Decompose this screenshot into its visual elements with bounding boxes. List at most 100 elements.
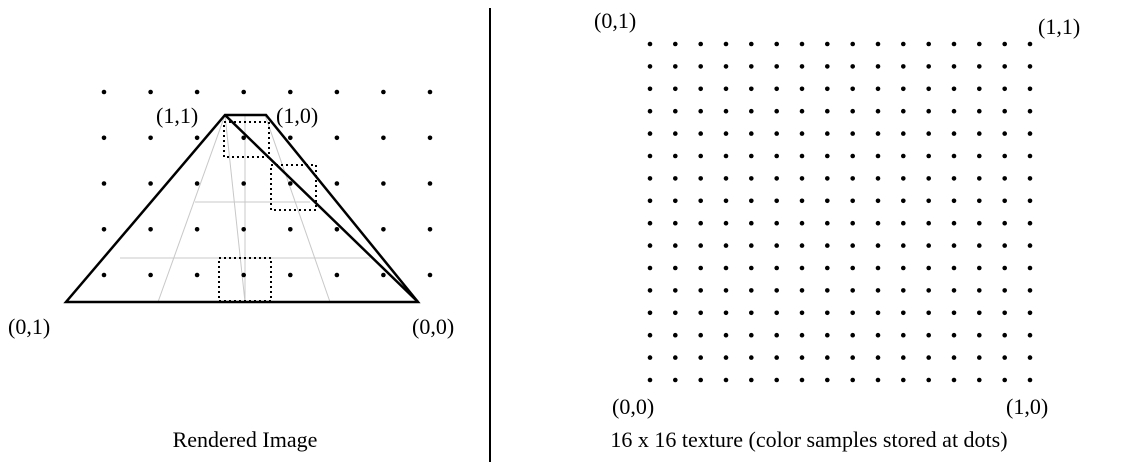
texture-sample-dot — [825, 108, 830, 114]
texture-sample-dot — [698, 153, 703, 159]
screen-sample-dot — [194, 89, 200, 95]
texture-sample-dot — [673, 332, 678, 338]
texture-sample-dot — [825, 131, 830, 136]
texture-sample-dot — [723, 153, 729, 159]
rendered-image-panel: (1,1) (1,0) (0,1) (0,0) Rendered Image — [8, 89, 454, 452]
texture-sample-dot — [647, 310, 653, 316]
texture-sample-dot — [799, 86, 805, 92]
screen-sample-dots — [101, 89, 433, 278]
texture-sample-dot — [850, 310, 855, 316]
texture-sample-dot — [647, 198, 653, 204]
texture-sample-dot — [977, 86, 982, 92]
texture-sample-dot — [673, 41, 678, 47]
texture-sample-dot — [647, 153, 653, 159]
texture-sample-dot — [977, 64, 982, 69]
texture-sample-dot — [850, 220, 855, 226]
texture-sample-dot — [901, 265, 906, 271]
texture-sample-dot — [901, 41, 906, 47]
texture-sample-dot — [698, 108, 703, 114]
texture-sample-dot — [774, 153, 779, 159]
texture-sample-dot — [749, 41, 754, 47]
texture-sample-dot — [875, 198, 881, 204]
texture-sample-dot — [799, 108, 805, 114]
vertex-label-bottom-left: (0,1) — [8, 314, 50, 339]
texture-sample-dot — [951, 243, 957, 248]
texture-sample-dot — [799, 310, 805, 316]
texture-sample-dot — [774, 131, 779, 136]
texture-sample-dot — [647, 86, 653, 92]
texture-sample-dot — [749, 220, 754, 226]
texture-sample-dot — [647, 220, 653, 226]
texture-sample-dot — [926, 153, 931, 159]
texture-sample-dot — [749, 108, 754, 114]
texture-sample-dot — [901, 355, 906, 360]
texture-sample-dot — [774, 220, 779, 226]
texture-sample-dot — [799, 332, 805, 338]
screen-sample-dot — [148, 272, 153, 278]
texture-sample-dot — [825, 332, 830, 338]
footprint-box-middle — [270, 164, 317, 211]
texture-sample-dot — [1027, 265, 1033, 271]
texture-sample-dot — [698, 176, 703, 181]
texture-sample-dot — [926, 265, 931, 271]
texture-sample-dot — [647, 243, 653, 248]
screen-sample-dot — [101, 89, 107, 95]
texture-sample-dot — [951, 86, 957, 92]
texture-sample-dot — [673, 176, 678, 181]
texture-sample-dot — [825, 355, 830, 360]
texture-sample-dot — [901, 310, 906, 316]
texture-sample-dot — [850, 153, 855, 159]
texture-sample-dot — [723, 86, 729, 92]
texture-sample-dot — [799, 288, 805, 293]
texture-sample-dot — [799, 355, 805, 360]
texture-sample-dot — [901, 153, 906, 159]
texture-sample-dot — [901, 131, 906, 136]
texture-sample-dot — [723, 355, 729, 360]
texture-sample-dot — [850, 265, 855, 271]
texture-sample-dot — [723, 310, 729, 316]
texture-sample-dot — [749, 176, 754, 181]
texture-sample-dot — [977, 153, 982, 159]
texture-sample-dot — [850, 332, 855, 338]
screen-sample-dot — [101, 135, 107, 141]
texture-sample-dot — [1027, 108, 1033, 114]
texture-sample-dot — [1027, 176, 1033, 181]
texture-sample-dot — [647, 355, 653, 360]
texture-sample-dot — [673, 108, 678, 114]
rendered-image-caption: Rendered Image — [173, 427, 318, 452]
texture-sample-dot — [977, 355, 982, 360]
texture-sample-dot — [647, 332, 653, 338]
texture-sample-dot — [926, 310, 931, 316]
texture-sample-dot — [1002, 220, 1007, 226]
texture-sample-dot — [901, 64, 906, 69]
texture-sample-dot — [673, 310, 678, 316]
texture-sample-dot — [673, 198, 678, 204]
texture-sample-dot — [1027, 310, 1033, 316]
texture-sample-dot — [951, 265, 957, 271]
screen-sample-dot — [241, 89, 246, 95]
texture-sample-dot — [951, 288, 957, 293]
texture-sample-dot — [774, 86, 779, 92]
texture-sample-dot — [926, 377, 931, 383]
texture-sample-dot — [774, 265, 779, 271]
texture-sample-dot — [977, 41, 982, 47]
texture-sample-dot — [951, 377, 957, 383]
texture-sample-dot — [901, 198, 906, 204]
texture-sample-dot — [723, 332, 729, 338]
texture-sample-dot — [875, 243, 881, 248]
corner-label-top-right: (1,1) — [1038, 14, 1080, 39]
texture-sample-dot — [749, 288, 754, 293]
texture-sample-dot — [723, 64, 729, 69]
texture-sample-dot — [850, 198, 855, 204]
texture-sample-dot — [901, 220, 906, 226]
texture-sample-dot — [698, 332, 703, 338]
texture-sample-dot — [977, 198, 982, 204]
texture-sample-dot — [951, 198, 957, 204]
texture-sample-dot — [875, 86, 881, 92]
texture-sample-dot — [698, 355, 703, 360]
texture-sample-dot — [799, 131, 805, 136]
texture-sample-dot — [749, 310, 754, 316]
texture-sample-dot — [749, 64, 754, 69]
screen-sample-dot — [288, 272, 293, 278]
